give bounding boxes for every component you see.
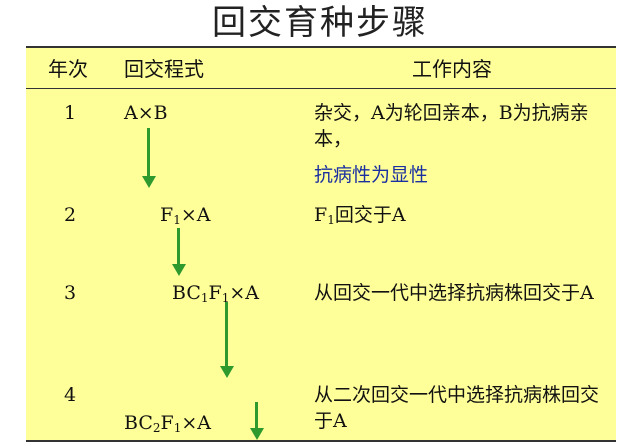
row4-formula: BC2F1×A <box>124 412 211 435</box>
header-year: 年次 <box>48 57 88 81</box>
header-formula: 回交程式 <box>124 57 204 81</box>
row3-year: 3 <box>64 282 77 304</box>
row1-year: 1 <box>64 102 77 124</box>
arrow-down-icon <box>142 128 156 188</box>
page-title: 回交育种步骤 <box>212 3 428 43</box>
row4-year: 4 <box>64 384 77 406</box>
header-divider <box>26 88 616 89</box>
arrow-down-icon <box>220 302 234 378</box>
row2-formula: F1×A <box>160 204 211 227</box>
row2-work: F1回交于A <box>314 204 406 227</box>
row3-work: 从回交一代中选择抗病株回交于A <box>314 282 594 304</box>
row1-note: 抗病性为显性 <box>314 164 429 186</box>
row1-formula: A×B <box>124 102 168 124</box>
row3-formula: BC1F1×A <box>172 282 259 305</box>
row4-work: 从二次回交一代中选择抗病株回交于A <box>314 384 600 432</box>
row1-work: 杂交，A为轮回亲本，B为抗病亲本， <box>314 102 589 150</box>
steps-table <box>26 46 616 442</box>
arrow-down-icon <box>172 228 186 276</box>
header-work: 工作内容 <box>412 57 492 81</box>
arrow-down-icon <box>250 402 264 440</box>
row2-year: 2 <box>64 204 77 226</box>
